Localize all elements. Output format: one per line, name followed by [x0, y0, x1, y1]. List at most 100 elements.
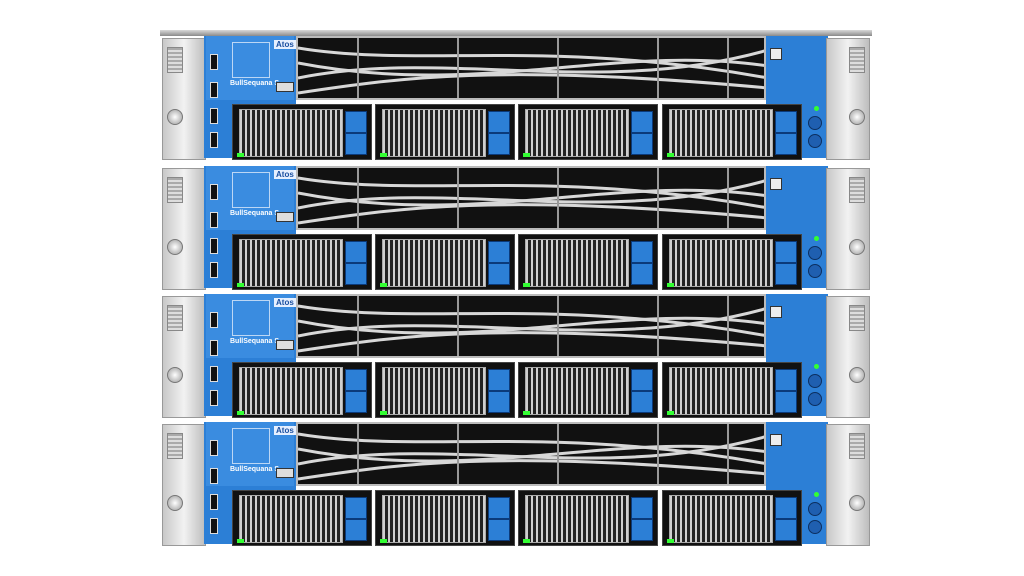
usb-port-icon[interactable]	[210, 262, 218, 278]
reset-button[interactable]	[808, 134, 822, 148]
drive-led-icon	[380, 539, 387, 543]
drive-latch[interactable]	[488, 133, 510, 155]
thumbscrew-icon[interactable]	[849, 239, 865, 255]
drive-latch[interactable]	[631, 111, 653, 133]
drive-latch[interactable]	[345, 111, 367, 133]
drive-latch[interactable]	[775, 369, 797, 391]
usb-port-icon[interactable]	[210, 340, 218, 356]
drive-latch[interactable]	[775, 497, 797, 519]
drive-bay[interactable]	[662, 104, 802, 160]
thumbscrew-icon[interactable]	[849, 367, 865, 383]
drive-bay[interactable]	[375, 490, 515, 546]
usb-port-icon[interactable]	[210, 518, 218, 534]
toggle-switch[interactable]	[276, 468, 294, 478]
usb-port-icon[interactable]	[210, 132, 218, 148]
drive-bay[interactable]	[232, 362, 372, 418]
reset-button[interactable]	[808, 264, 822, 278]
drive-latch[interactable]	[775, 241, 797, 263]
drive-latch[interactable]	[345, 391, 367, 413]
drive-bay[interactable]	[662, 362, 802, 418]
drive-latch[interactable]	[345, 133, 367, 155]
drive-latch[interactable]	[631, 391, 653, 413]
drive-latch[interactable]	[488, 391, 510, 413]
thumbscrew-icon[interactable]	[849, 109, 865, 125]
left-rack-ear	[162, 38, 206, 160]
drive-latch[interactable]	[488, 519, 510, 541]
drive-bay[interactable]	[232, 234, 372, 290]
drive-latch[interactable]	[488, 111, 510, 133]
drive-carrier	[239, 367, 343, 415]
reset-button[interactable]	[808, 392, 822, 406]
drive-bay[interactable]	[375, 104, 515, 160]
drive-latch[interactable]	[775, 519, 797, 541]
drive-latch[interactable]	[488, 497, 510, 519]
port-icon[interactable]	[210, 312, 218, 328]
drive-bay[interactable]	[662, 234, 802, 290]
reset-button[interactable]	[808, 520, 822, 534]
left-rack-ear	[162, 424, 206, 546]
ventilation-grille	[296, 166, 766, 230]
drive-latch[interactable]	[631, 133, 653, 155]
drive-led-icon	[237, 411, 244, 415]
power-led-icon	[814, 236, 819, 241]
toggle-switch[interactable]	[276, 340, 294, 350]
drive-latch[interactable]	[488, 241, 510, 263]
drive-bay[interactable]	[232, 104, 372, 160]
drive-bay[interactable]	[232, 490, 372, 546]
drive-latch[interactable]	[631, 497, 653, 519]
usb-port-icon[interactable]	[210, 212, 218, 228]
drive-latch[interactable]	[775, 111, 797, 133]
drive-bay[interactable]	[518, 362, 658, 418]
display-screen	[232, 172, 270, 208]
port-icon[interactable]	[210, 440, 218, 456]
drive-carrier	[382, 109, 486, 157]
usb-port-icon[interactable]	[210, 82, 218, 98]
usb-port-icon[interactable]	[210, 238, 218, 254]
display-screen	[232, 42, 270, 78]
drive-latch[interactable]	[775, 133, 797, 155]
power-button[interactable]	[808, 246, 822, 260]
usb-port-icon[interactable]	[210, 494, 218, 510]
drive-latch[interactable]	[345, 369, 367, 391]
rack-tab	[849, 305, 865, 331]
power-button[interactable]	[808, 502, 822, 516]
drive-latch[interactable]	[775, 263, 797, 285]
usb-port-icon[interactable]	[210, 468, 218, 484]
drive-bay[interactable]	[375, 234, 515, 290]
usb-port-icon[interactable]	[210, 366, 218, 382]
thumbscrew-icon[interactable]	[849, 495, 865, 511]
usb-port-icon[interactable]	[210, 390, 218, 406]
drive-latch[interactable]	[345, 241, 367, 263]
toggle-switch[interactable]	[276, 82, 294, 92]
drive-latch[interactable]	[488, 263, 510, 285]
drive-latch[interactable]	[345, 519, 367, 541]
drive-latch[interactable]	[775, 391, 797, 413]
thumbscrew-icon[interactable]	[167, 239, 183, 255]
rack-tab	[849, 177, 865, 203]
drive-latch[interactable]	[488, 369, 510, 391]
drive-latch[interactable]	[345, 263, 367, 285]
model-label: BullSequana S	[230, 338, 280, 345]
thumbscrew-icon[interactable]	[167, 367, 183, 383]
drive-bay[interactable]	[375, 362, 515, 418]
drive-bay[interactable]	[518, 104, 658, 160]
drive-bay[interactable]	[518, 234, 658, 290]
drive-latch[interactable]	[345, 497, 367, 519]
drive-bay[interactable]	[662, 490, 802, 546]
server-unit: BullSequana S Atos	[162, 34, 870, 160]
server-unit: BullSequana S Atos	[162, 292, 870, 418]
drive-latch[interactable]	[631, 241, 653, 263]
thumbscrew-icon[interactable]	[167, 109, 183, 125]
toggle-switch[interactable]	[276, 212, 294, 222]
drive-latch[interactable]	[631, 519, 653, 541]
usb-port-icon[interactable]	[210, 108, 218, 124]
port-icon[interactable]	[210, 54, 218, 70]
power-button[interactable]	[808, 116, 822, 130]
thumbscrew-icon[interactable]	[167, 495, 183, 511]
drive-latch[interactable]	[631, 263, 653, 285]
grille-pattern	[298, 38, 764, 98]
drive-bay[interactable]	[518, 490, 658, 546]
power-button[interactable]	[808, 374, 822, 388]
drive-latch[interactable]	[631, 369, 653, 391]
port-icon[interactable]	[210, 184, 218, 200]
